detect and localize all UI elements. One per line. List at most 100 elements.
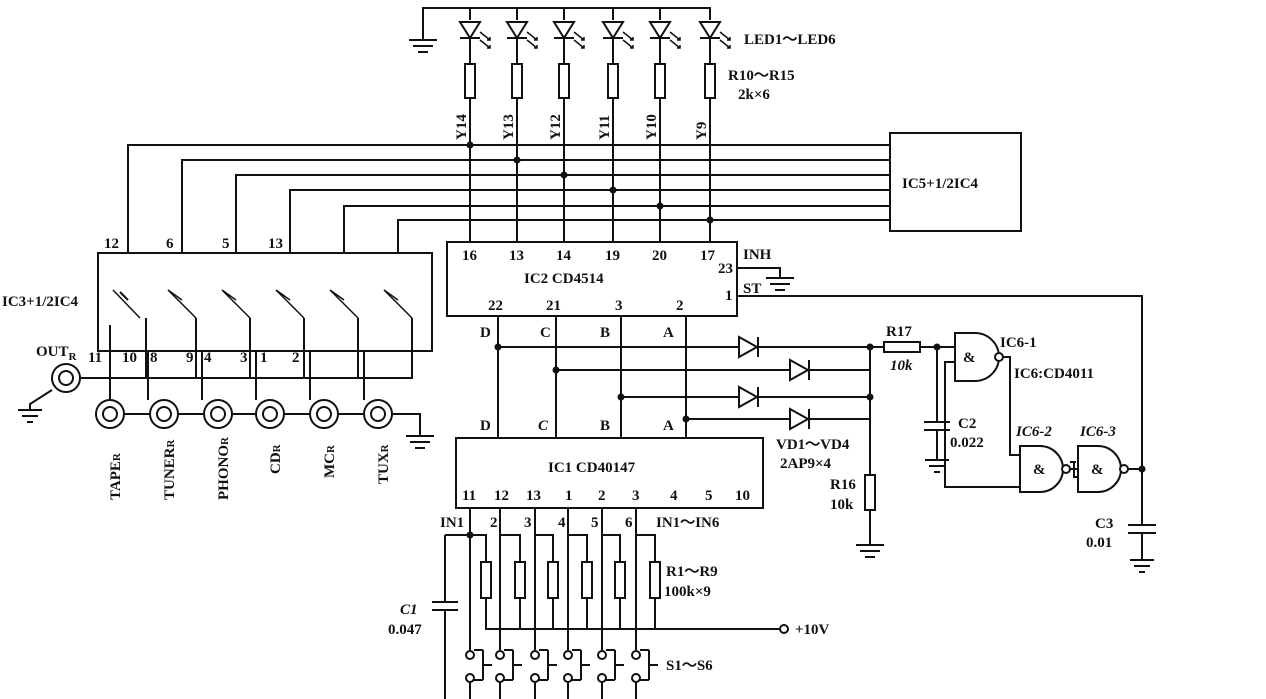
c2-label: C2 [958, 416, 976, 432]
nand-ic6-1 [954, 332, 1020, 456]
bcd-letter: C [540, 325, 551, 341]
nand-symbol: & [1091, 462, 1104, 478]
nand-symbol: & [1033, 462, 1046, 478]
ic2-pin: 19 [605, 248, 620, 264]
st-line [737, 295, 1143, 525]
bcd-letter: D [480, 325, 491, 341]
ic6-3-label: IC6-3 [1079, 424, 1116, 440]
ic3-pin: 11 [88, 350, 102, 366]
ic3-pin: 6 [166, 236, 174, 252]
in-number: 5 [591, 515, 599, 531]
ic5-block [889, 132, 1022, 232]
c3-label: C3 [1095, 516, 1113, 532]
ic1-pin: 5 [705, 488, 713, 504]
vd-label: VD1～VD4 [776, 437, 850, 453]
r17-value: 10k [890, 358, 913, 374]
y-label: Y14 [454, 114, 470, 140]
r17-label: R17 [886, 324, 912, 340]
r1-r9-label: R1～R9 [666, 564, 718, 580]
nand-symbol: & [963, 350, 976, 366]
ic6-2-label: IC6-2 [1015, 424, 1052, 440]
input-sub: R [271, 443, 283, 452]
input-name: TUNER [162, 447, 178, 500]
input-sub: R [325, 444, 337, 453]
input-label-tux: TUXR [376, 443, 392, 484]
bcd-letter: D [480, 418, 491, 434]
in-number: 4 [558, 515, 566, 531]
vcc-label: +10V [795, 622, 830, 638]
ic2-pin-st: 1 [725, 288, 733, 304]
input-label-tape: TAPER [108, 452, 124, 500]
c3-cap [1128, 524, 1156, 573]
ic3-pin: 1 [260, 350, 268, 366]
ic1-pin: 2 [598, 488, 606, 504]
input-name: MC [322, 453, 338, 478]
ic3-pin: 9 [186, 350, 194, 366]
ic2-pin: 16 [462, 248, 478, 264]
ic3-pin: 13 [268, 236, 283, 252]
input-network [432, 508, 789, 699]
ic2-pin: 20 [652, 248, 667, 264]
input-jacks [95, 399, 434, 449]
st-label: ST [743, 281, 761, 297]
input-sub: R [219, 436, 231, 445]
bcd-letter: B [600, 325, 610, 341]
led-3 [552, 21, 585, 64]
input-sub: R [111, 452, 123, 461]
ic1-pin: 10 [735, 488, 750, 504]
out-label: OUTR [36, 344, 78, 363]
ic1-label: IC1 CD40147 [548, 460, 636, 476]
c1-label: C1 [400, 602, 418, 618]
ic1-pin: 3 [632, 488, 640, 504]
ic1-pin: 1 [565, 488, 573, 504]
bcd-letter: A [663, 325, 674, 341]
y-label: Y10 [644, 114, 660, 140]
led-2 [505, 21, 538, 64]
ic1-pin: 4 [670, 488, 678, 504]
ic3-label: IC3+1/2IC4 [2, 294, 79, 310]
ic2-pin: 3 [615, 298, 623, 314]
in-number: 3 [524, 515, 532, 531]
c2-value: 0.022 [950, 435, 984, 451]
input-sub: R [379, 443, 391, 452]
ic2-pin: 21 [546, 298, 561, 314]
input-name: PHONO [216, 445, 232, 500]
in-number: 2 [490, 515, 498, 531]
ic2-pin: 17 [700, 248, 716, 264]
bcd-letter: A [663, 418, 674, 434]
input-sub: R [165, 438, 177, 447]
r10-r15-value: 2k×6 [738, 87, 770, 103]
r17-c2 [870, 335, 1020, 488]
ic3-pin: 3 [240, 350, 248, 366]
s1-s6-label: S1～S6 [666, 658, 713, 674]
inh-label: INH [743, 247, 772, 263]
c1-value: 0.047 [388, 622, 422, 638]
c3-value: 0.01 [1086, 535, 1112, 551]
diodes-vd1-vd4 [738, 335, 884, 558]
input-label-tuner: TUNERR [162, 438, 178, 500]
r10-r15-label: R10～R15 [728, 68, 795, 84]
in-range-label: IN1～IN6 [656, 515, 720, 531]
input-label-mc: MCR [322, 444, 338, 478]
input-name: TUX [376, 452, 392, 484]
ic3-pin: 12 [104, 236, 119, 252]
ic6-type-label: IC6:CD4011 [1014, 366, 1094, 382]
vd-type: 2AP9×4 [780, 456, 832, 472]
y-label: Y13 [501, 114, 517, 140]
input-name: TAPE [108, 461, 124, 500]
ic3-switch-block [76, 252, 433, 400]
bcd-letter: B [600, 418, 610, 434]
ic1-pin: 13 [526, 488, 541, 504]
ic2-pin: 2 [676, 298, 684, 314]
led-1 [458, 21, 491, 64]
ic3-pin: 4 [204, 350, 212, 366]
led-6 [698, 21, 731, 64]
ic2-pin: 22 [488, 298, 503, 314]
ic3-pin: 10 [122, 350, 137, 366]
ic6-1-label: IC6-1 [1000, 335, 1037, 351]
inh-ground [737, 267, 794, 291]
input-label-cd: CDR [268, 443, 284, 474]
ic1-pin: 11 [462, 488, 476, 504]
in-number: 6 [625, 515, 633, 531]
